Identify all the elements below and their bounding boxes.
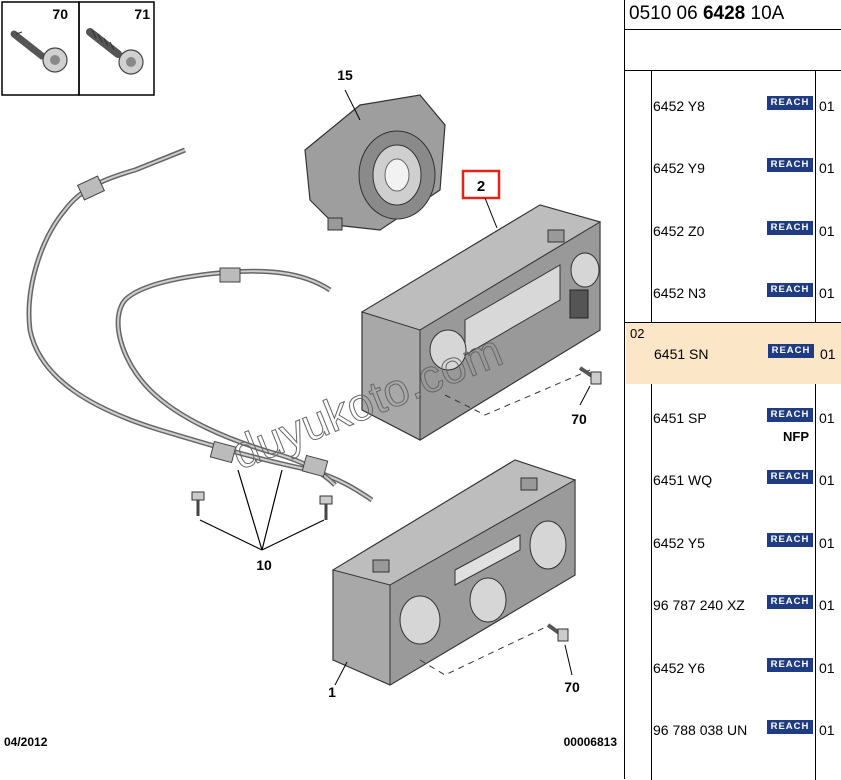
parts-row[interactable]: 96 788 038 UN REACH 01	[625, 698, 841, 760]
reach-badge: REACH	[767, 283, 813, 297]
parts-row[interactable]: 6452 Y8 REACH 01	[625, 74, 841, 136]
screw-box-70[interactable]: 70	[1, 1, 80, 96]
row-index: 02	[630, 326, 645, 341]
parts-list-panel: 0510 06 6428 10A 6452 Y8 REACH 01 6452 Y9 RE…	[624, 0, 841, 780]
reach-badge: REACH	[767, 158, 813, 172]
reference-number: 0510 06 6428 10A	[625, 0, 841, 30]
part-number: 6452 Y5	[653, 535, 705, 551]
part-number: 6451 WQ	[653, 472, 713, 488]
part-number: 6452 N3	[653, 285, 706, 301]
parts-row[interactable]: 6452 Y9 REACH 01	[625, 136, 841, 198]
reach-badge: REACH	[767, 96, 813, 110]
control-cables[interactable]	[26, 147, 374, 503]
quantity: 01	[819, 472, 835, 488]
drawing-number: 00006813	[564, 735, 618, 749]
quantity: 01	[820, 346, 836, 362]
exploded-parts-diagram: 70 71 15	[1, 1, 618, 749]
quantity: 01	[819, 285, 835, 301]
callout-15: 15	[337, 67, 353, 83]
callout-70-upper: 70	[571, 411, 587, 427]
callout-2: 2	[477, 178, 485, 195]
part-number: 6452 Y6	[653, 660, 705, 676]
part-1-control-panel[interactable]: 1	[328, 459, 577, 700]
quantity: 01	[819, 597, 835, 613]
parts-row[interactable]: 6451 WQ REACH 01	[625, 448, 841, 510]
column-divider	[651, 71, 652, 780]
parts-row[interactable]: 6452 Y5 REACH 01	[625, 511, 841, 573]
ref-suffix: 10A	[745, 3, 785, 24]
quantity: 01	[819, 98, 835, 114]
part-number: 6451 SP	[653, 410, 707, 426]
ref-bold: 6428	[702, 3, 746, 24]
reach-badge: REACH	[767, 720, 813, 734]
ref-prefix: 0510 06	[629, 3, 703, 24]
quantity: 01	[819, 660, 835, 676]
parts-row[interactable]: 96 787 240 XZ REACH 01	[625, 573, 841, 635]
part-10-screws[interactable]: 10	[191, 469, 333, 573]
callout-70-box: 70	[52, 6, 68, 22]
parts-row[interactable]: 02 6451 SN REACH 01	[626, 322, 841, 384]
quantity: 01	[819, 410, 835, 426]
reach-badge: REACH	[767, 533, 813, 547]
reach-badge: REACH	[767, 408, 813, 422]
callout-70-lower: 70	[564, 679, 580, 695]
parts-row[interactable]: 6452 Z0 REACH 01	[625, 199, 841, 261]
callout-71-box: 71	[134, 6, 150, 22]
part-15-knob-module[interactable]: 15	[304, 67, 446, 231]
part-number: 96 788 038 UN	[653, 722, 748, 738]
screw-71-icon	[86, 28, 144, 75]
callout-10: 10	[256, 557, 272, 573]
screw-box-71[interactable]: 71	[78, 1, 155, 96]
quantity: 01	[819, 223, 835, 239]
reach-badge: REACH	[767, 470, 813, 484]
quantity: 01	[819, 160, 835, 176]
reach-badge: REACH	[767, 658, 813, 672]
reach-badge: REACH	[768, 344, 814, 358]
parts-table: 6452 Y8 REACH 01 6452 Y9 REACH 01 6452 Z0 REACH…	[625, 70, 841, 780]
parts-row[interactable]: 6452 Y6 REACH 01	[625, 636, 841, 698]
column-divider	[815, 71, 816, 780]
part-number: 96 787 240 XZ	[653, 597, 745, 613]
screw-70-lower[interactable]: 70	[546, 623, 580, 695]
row-separator	[625, 322, 841, 323]
row-note: NFP	[783, 429, 809, 444]
reach-badge: REACH	[767, 595, 813, 609]
parts-row[interactable]: 6452 N3 REACH 01	[625, 261, 841, 323]
diagram-date: 04/2012	[4, 735, 48, 749]
screw-70-icon	[10, 30, 68, 73]
part-number: 6452 Y9	[653, 160, 705, 176]
part-2-callout[interactable]: 2	[461, 169, 501, 229]
part-number: 6452 Y8	[653, 98, 705, 114]
quantity: 01	[819, 722, 835, 738]
callout-1: 1	[328, 684, 336, 700]
dashed-guide-upper	[444, 369, 591, 416]
quantity: 01	[819, 535, 835, 551]
part-number: 6451 SN	[654, 346, 709, 362]
part-number: 6452 Z0	[653, 223, 705, 239]
reach-badge: REACH	[767, 221, 813, 235]
part-2-climate-panel[interactable]	[360, 204, 602, 441]
screw-70-upper[interactable]: 70	[571, 366, 602, 427]
